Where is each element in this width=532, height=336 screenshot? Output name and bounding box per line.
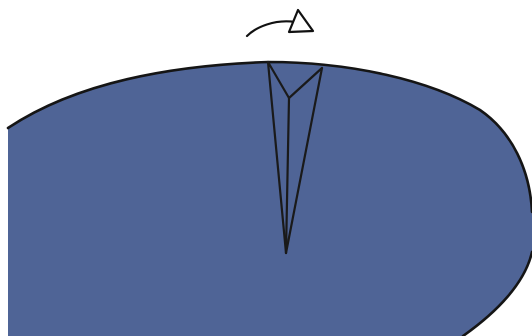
arrow-shaft	[247, 21, 295, 36]
curved-arrow-right-icon	[247, 10, 313, 36]
arrow-head	[289, 10, 313, 32]
paper-shape	[8, 62, 532, 336]
